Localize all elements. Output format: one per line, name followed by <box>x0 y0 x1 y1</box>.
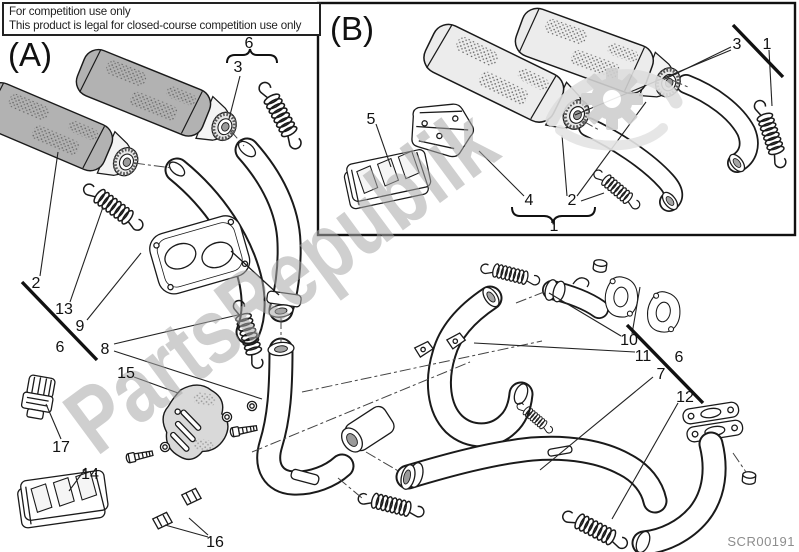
callout-6: 6 <box>244 35 254 52</box>
brace-part-1 <box>511 206 596 226</box>
exhaust-gasket <box>643 289 684 336</box>
header-pipe-u <box>426 285 534 448</box>
exhaust-spring <box>254 77 307 153</box>
panel-a-label: (A) <box>8 36 52 73</box>
callout-16: 16 <box>206 534 224 551</box>
callout-9: 9 <box>75 318 85 335</box>
restriction-notice-box: For competition use only This product is… <box>2 2 321 36</box>
exhaust-pipe-upper <box>234 137 302 323</box>
exhaust-flange <box>602 274 641 320</box>
heat-guard <box>157 380 234 465</box>
flange-nut <box>741 470 757 486</box>
manifold-gasket-plate <box>145 211 255 299</box>
callout-5: 5 <box>366 111 376 128</box>
bolt <box>229 422 259 438</box>
callout-17: 17 <box>52 439 70 456</box>
exhaust-spring <box>356 488 427 521</box>
callout-2: 2 <box>31 275 41 292</box>
callout-7: 7 <box>656 366 666 383</box>
bolt <box>124 448 155 464</box>
clamp-hook <box>572 277 590 288</box>
clip <box>151 510 174 531</box>
group-bracket-line <box>625 323 705 405</box>
callout-13: 13 <box>55 301 73 318</box>
callout-12: 12 <box>676 389 694 406</box>
callout-11: 11 <box>634 348 652 365</box>
callout-1: 1 <box>762 36 772 53</box>
callout-15: 15 <box>117 365 135 382</box>
exhaust-spring <box>79 178 148 236</box>
bottom-pipe <box>395 435 668 514</box>
exhaust-spring <box>478 259 542 289</box>
gear-icon <box>581 68 643 130</box>
pipe-clamp-band <box>290 468 320 486</box>
panel-a-drawing <box>0 43 757 552</box>
exhaust-spring <box>559 505 632 552</box>
callout-14: 14 <box>81 466 99 483</box>
callout-6: 6 <box>55 339 65 356</box>
clip <box>180 486 203 507</box>
restriction-line-2: This product is legal for closed-course … <box>9 18 302 32</box>
callout-10: 10 <box>620 332 638 349</box>
washer <box>246 400 258 412</box>
cable-connector <box>19 373 58 422</box>
panel-b-label: (B) <box>330 10 374 47</box>
watermark-logo <box>545 68 683 151</box>
brace-part-6 <box>226 48 278 64</box>
callout-2: 2 <box>567 192 577 209</box>
restriction-line-1: For competition use only <box>9 5 131 18</box>
rear-header-pipe <box>631 431 727 552</box>
washer <box>159 441 171 453</box>
panel-b-pipe-upper <box>676 74 759 173</box>
callout-8: 8 <box>100 341 110 358</box>
callout-6: 6 <box>674 349 684 366</box>
mid-pipe-vertical <box>256 337 355 496</box>
callout-1: 1 <box>549 218 559 235</box>
flange-nut <box>592 258 608 274</box>
callout-4: 4 <box>524 192 534 209</box>
drawing-code: SCR00191 <box>727 534 795 549</box>
callout-3: 3 <box>233 59 243 76</box>
group-bracket-line <box>731 23 785 79</box>
group-bracket-line <box>20 280 99 362</box>
callout-3: 3 <box>732 36 742 53</box>
washer <box>221 411 233 423</box>
exhaust-pipe-lower <box>164 157 266 345</box>
centerlines <box>133 79 747 499</box>
